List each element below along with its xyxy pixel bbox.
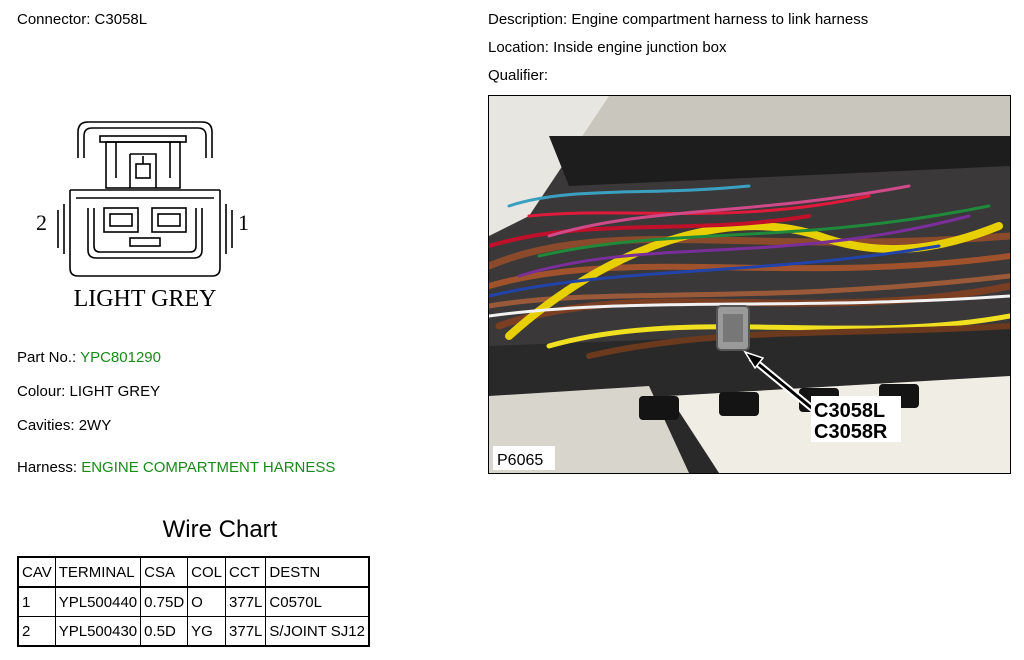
colour-line: Colour: LIGHT GREY [17, 383, 160, 400]
col-destn-header: DESTN [265, 556, 370, 588]
cell-destn: S/JOINT SJ12 [265, 616, 370, 647]
part-value-link[interactable]: YPC801290 [80, 349, 161, 366]
wire-chart-title: Wire Chart [162, 516, 278, 543]
cell-cct: 377L [225, 586, 267, 617]
col-col-header: COL [187, 556, 227, 588]
colour-value: LIGHT GREY [69, 383, 161, 400]
harness-line: Harness: ENGINE COMPARTMENT HARNESS [17, 459, 335, 476]
cavities-label: Cavities: [17, 417, 75, 434]
cell-terminal: YPL500440 [54, 586, 142, 617]
description-label: Description: [488, 11, 568, 28]
table-row: 2 YPL500430 0.5D YG 377L S/JOINT SJ12 [17, 616, 370, 647]
connector-label: Connector: [17, 11, 91, 28]
part-label: Part No.: [17, 349, 77, 366]
cell-csa: 0.5D [140, 616, 189, 647]
harness-value-link[interactable]: ENGINE COMPARTMENT HARNESS [81, 459, 336, 476]
description-line: Description: Engine compartment harness … [488, 11, 868, 28]
location-photo: C3058L C3058R P6065 [488, 95, 1011, 474]
cell-col: O [187, 586, 227, 617]
cavities-value: 2WY [78, 417, 112, 434]
cell-cav: 2 [17, 616, 56, 647]
col-cav-header: CAV [17, 556, 56, 588]
location-line: Location: Inside engine junction box [488, 39, 727, 56]
photo-id-label: P6065 [497, 452, 543, 469]
col-terminal-header: TERMINAL [54, 556, 142, 588]
qualifier-label: Qualifier: [488, 67, 549, 84]
cell-cav: 1 [17, 586, 56, 617]
pin-2-label: 2 [36, 210, 47, 235]
qualifier-line: Qualifier: [488, 67, 548, 84]
connector-value: C3058L [94, 11, 148, 28]
cavities-line: Cavities: 2WY [17, 417, 111, 434]
col-cct-header: CCT [225, 556, 267, 588]
col-csa-header: CSA [140, 556, 189, 588]
connector-diagram: 2 1 LIGHT GREY [36, 121, 249, 312]
diagram-colour-label: LIGHT GREY [74, 286, 217, 312]
location-label: Location: [488, 39, 549, 56]
location-value: Inside engine junction box [553, 39, 727, 56]
table-header-row: CAV TERMINAL CSA COL CCT DESTN [17, 556, 370, 588]
table-row: 1 YPL500440 0.75D O 377L C0570L [17, 586, 370, 617]
cell-destn: C0570L [265, 586, 370, 617]
callout-c3058r: C3058R [814, 421, 888, 443]
cell-terminal: YPL500430 [54, 616, 142, 647]
cell-csa: 0.75D [140, 586, 189, 617]
engine-junction-box-photo: C3058L C3058R P6065 [489, 96, 1010, 473]
pin-1-label: 1 [238, 210, 249, 235]
part-number-line: Part No.: YPC801290 [17, 349, 161, 366]
callout-c3058l: C3058L [814, 400, 885, 422]
cell-col: YG [187, 616, 227, 647]
colour-label: Colour: [17, 383, 66, 400]
description-value: Engine compartment harness to link harne… [571, 11, 869, 28]
cell-cct: 377L [225, 616, 267, 647]
wire-chart-table: CAV TERMINAL CSA COL CCT DESTN 1 YPL5004… [17, 556, 370, 647]
connector-line: Connector: C3058L [17, 11, 147, 28]
harness-label: Harness: [17, 459, 78, 476]
